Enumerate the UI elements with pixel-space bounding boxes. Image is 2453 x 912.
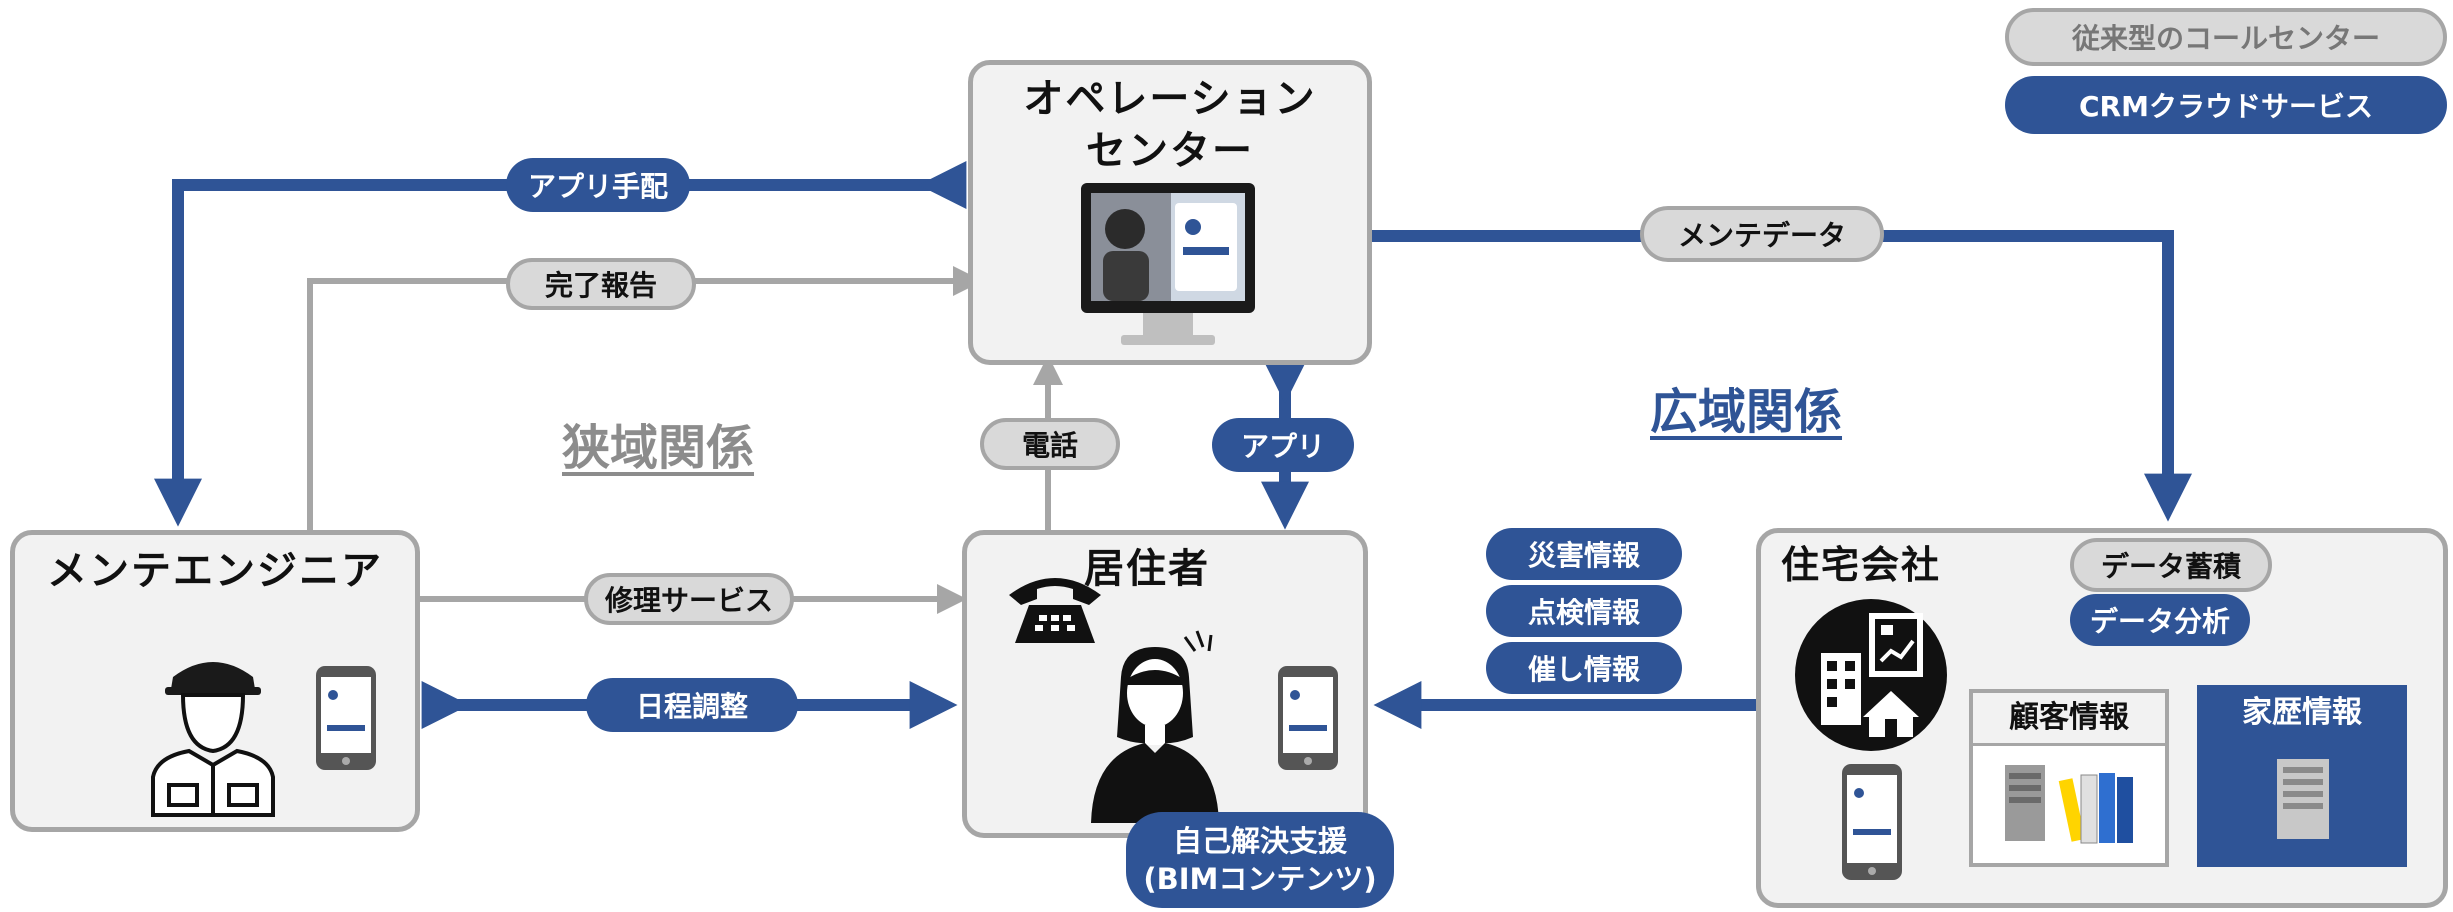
maintenance-data-label: メンテデータ — [1640, 206, 1884, 262]
event-info-label: 催し情報 — [1486, 642, 1682, 694]
disaster-info-label: 災害情報 — [1486, 528, 1682, 580]
telephone-icon — [1009, 578, 1101, 643]
schedule-adjust-label: 日程調整 — [586, 678, 798, 732]
housing-company-box: 住宅会社 顧客情報 家歴情報 — [1756, 528, 2448, 908]
app-dispatch-label: アプリ手配 — [506, 158, 690, 212]
operation-center-title: オペレーション センター — [1023, 76, 1317, 174]
house-history-panel: 家歴情報 — [2197, 685, 2407, 867]
engineer-box: メンテエンジニア — [10, 530, 420, 832]
app-label: アプリ — [1212, 418, 1354, 472]
engineer-title: メンテエンジニア — [47, 548, 383, 594]
smartphone-icon — [1841, 763, 1903, 885]
smartphone-icon — [315, 665, 377, 775]
inspection-info-label: 点検情報 — [1486, 585, 1682, 637]
resident-box: 居住者 — [962, 530, 1368, 838]
legend-crm: CRMクラウドサービス — [2005, 76, 2447, 134]
customer-info-panel: 顧客情報 — [1969, 689, 2169, 867]
operation-center-box: オペレーション センター — [968, 60, 1372, 365]
server-and-binders-icon — [2005, 765, 2133, 844]
app-dispatch-line — [154, 161, 967, 527]
building-analytics-icon — [1795, 599, 1947, 751]
customer-info-title: 顧客情報 — [1973, 693, 2165, 746]
maintenance-data-line — [1372, 230, 2192, 522]
phone-label: 電話 — [980, 418, 1120, 470]
completion-report-line — [307, 266, 983, 530]
smartphone-icon — [1277, 665, 1339, 775]
server-icon — [2277, 759, 2329, 839]
monitor-icon — [1081, 183, 1255, 345]
narrow-region-label: 狭域関係 — [562, 420, 755, 476]
housing-company-title: 住宅会社 — [1781, 543, 1942, 587]
wide-region-label: 広域関係 — [1650, 384, 1843, 440]
self-support-badge: 自己解決支援 (BIMコンテンツ) — [1126, 812, 1394, 908]
self-support-line1: 自己解決支援 — [1172, 824, 1347, 858]
repair-service-label: 修理サービス — [584, 573, 794, 625]
legend-traditional: 従来型のコールセンター — [2005, 8, 2447, 66]
self-support-line2: (BIMコンテンツ) — [1143, 862, 1377, 896]
completion-report-label: 完了報告 — [506, 258, 696, 310]
worker-icon — [151, 662, 275, 817]
house-history-title: 家歴情報 — [2242, 695, 2362, 730]
resident-woman-icon — [1091, 630, 1219, 823]
resident-title: 居住者 — [1084, 546, 1210, 592]
data-analysis-label: データ分析 — [2070, 594, 2250, 646]
data-accumulation-label: データ蓄積 — [2070, 538, 2272, 592]
